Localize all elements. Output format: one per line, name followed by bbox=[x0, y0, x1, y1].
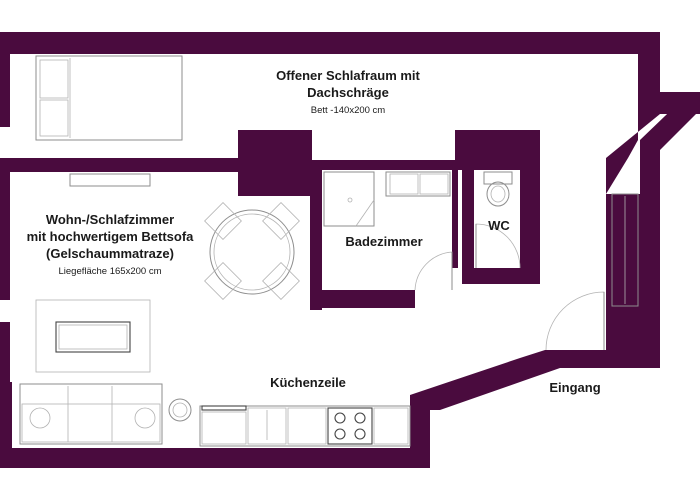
wardrobe bbox=[611, 193, 639, 307]
wall-bath-left bbox=[310, 170, 322, 310]
wall-left-middle bbox=[0, 172, 10, 300]
label-wohnzimmer-line2: mit hochwertigem Bettsofa bbox=[27, 229, 195, 244]
furniture bbox=[19, 55, 639, 447]
label-wohnzimmer-line1: Wohn-/Schlafzimmer bbox=[46, 212, 174, 227]
wall-left-upper bbox=[0, 32, 10, 127]
wall-left-bottom bbox=[0, 382, 12, 468]
bath-sinks bbox=[385, 171, 451, 197]
wall-wc-right bbox=[520, 170, 540, 284]
wall-top bbox=[0, 32, 660, 54]
label-schlafraum-detail: Bett -140x200 cm bbox=[311, 105, 386, 116]
wall-wc-bottom bbox=[462, 268, 520, 284]
label-eingang: Eingang bbox=[549, 380, 600, 395]
wall-bottom bbox=[0, 448, 430, 468]
sofa bbox=[19, 383, 163, 445]
label-wohnzimmer-detail: Liegefläche 165x200 cm bbox=[59, 266, 162, 277]
label-schlafraum-line2: Dachschräge bbox=[307, 85, 389, 100]
wall-bath-bottom bbox=[310, 290, 415, 308]
wall-right-column bbox=[640, 150, 660, 350]
walls bbox=[0, 32, 700, 468]
doors bbox=[414, 223, 605, 351]
wall-bath-top bbox=[238, 130, 540, 268]
labels: Offener Schlafraum mit Dachschräge Bett … bbox=[27, 68, 601, 395]
wall-bath-wc bbox=[462, 170, 474, 270]
wall-entrance-left bbox=[545, 350, 660, 368]
wall-left-lower bbox=[0, 322, 10, 382]
kitchen-counter bbox=[199, 405, 411, 447]
toilet bbox=[483, 171, 513, 207]
label-schlafraum-line1: Offener Schlafraum mit bbox=[276, 68, 420, 83]
door-bath bbox=[414, 251, 453, 291]
label-kueche: Küchenzeile bbox=[270, 375, 346, 390]
label-wc: WC bbox=[488, 218, 510, 233]
door-entrance bbox=[545, 291, 605, 351]
wall-bottom-right bbox=[410, 350, 560, 468]
label-wohnzimmer-line3: (Gelschaummatraze) bbox=[46, 246, 174, 261]
wall-shelf bbox=[69, 173, 151, 187]
label-badezimmer: Badezimmer bbox=[345, 234, 422, 249]
wall-top-right bbox=[638, 32, 660, 62]
side-table bbox=[168, 398, 192, 422]
wall-bedroom-divider bbox=[0, 158, 238, 172]
bed bbox=[35, 55, 183, 141]
door-wc bbox=[475, 223, 521, 269]
dining-table bbox=[204, 202, 300, 300]
shower bbox=[323, 171, 375, 227]
rug-coffee-table bbox=[35, 299, 151, 373]
